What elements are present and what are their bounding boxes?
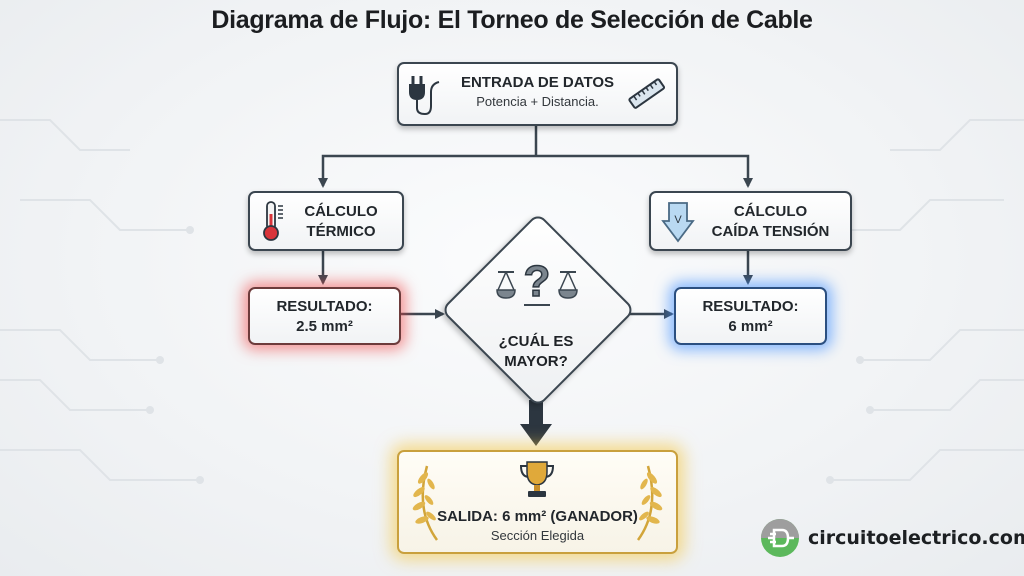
- output-subtitle: Sección Elegida: [490, 528, 585, 543]
- brand-logo[interactable]: circuitoelectrico.com: [760, 518, 1024, 558]
- result-voltage-node: RESULTADO: 6 mm²: [674, 287, 827, 345]
- output-node: SALIDA: 6 mm² (GANADOR) Sección Elegida: [397, 450, 678, 554]
- page-title: Diagrama de Flujo: El Torneo de Selecció…: [211, 6, 813, 34]
- voltage-drop-calc-node: V CÁLCULO CAÍDA TENSIÓN: [649, 191, 852, 251]
- thermal-line2: TÉRMICO: [306, 223, 376, 240]
- edge-input-voltage: [536, 154, 753, 188]
- voltage-line1: CÁLCULO: [733, 203, 808, 220]
- result-thermal-node: RESULTADO: 2.5 mm²: [248, 287, 401, 345]
- voltage-drop-arrow-icon: V: [661, 202, 695, 243]
- brand-plug-icon: [761, 519, 799, 557]
- trophy-icon: [519, 461, 555, 497]
- voltage-line2: CAÍDA TENSIÓN: [711, 223, 830, 240]
- plug-icon: [409, 76, 440, 116]
- ruler-icon: [628, 78, 666, 109]
- decision-line2: MAYOR?: [504, 353, 568, 370]
- thermal-calc-node: CÁLCULO TÉRMICO: [248, 191, 404, 251]
- input-node: ENTRADA DE DATOS Potencia + Distancia.: [397, 62, 678, 126]
- result-thermal-line2: 2.5 mm²: [296, 318, 353, 335]
- brand-name: circuitoelectrico.com: [808, 527, 1024, 549]
- output-title: SALIDA: 6 mm² (GANADOR): [437, 508, 638, 525]
- voltage-letter: V: [674, 214, 682, 226]
- result-voltage-line1: RESULTADO:: [702, 298, 799, 315]
- question-glyph: ?: [524, 258, 551, 306]
- scales-question-icon: ?: [496, 258, 578, 307]
- thermometer-icon: [263, 201, 283, 241]
- result-thermal-line1: RESULTADO:: [276, 298, 373, 315]
- input-title: ENTRADA DE DATOS: [460, 74, 615, 91]
- edge-input-thermal: [318, 154, 536, 188]
- decision-line1: ¿CUÁL ES: [498, 333, 574, 350]
- edge-decision-output: [520, 400, 552, 446]
- result-voltage-line2: 6 mm²: [728, 318, 773, 335]
- laurel-left-icon: [412, 465, 439, 541]
- laurel-right-icon: [636, 465, 663, 541]
- thermal-line1: CÁLCULO: [304, 203, 378, 220]
- input-subtitle: Potencia + Distancia.: [476, 94, 599, 109]
